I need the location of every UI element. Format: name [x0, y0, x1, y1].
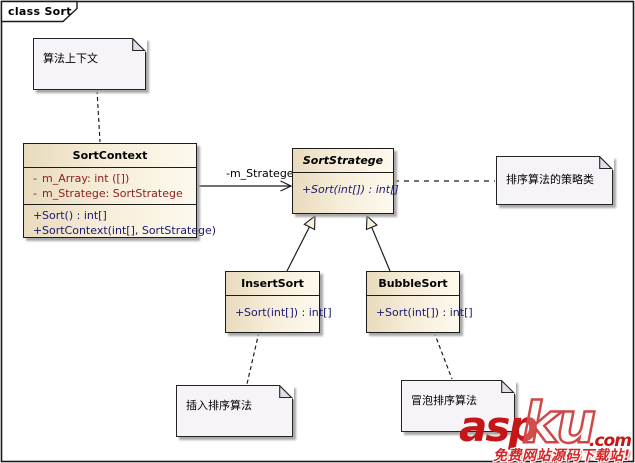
watermark-com-text: .com	[589, 431, 632, 451]
operations-compartment: +Sort(int[]) : int[]	[226, 295, 332, 339]
operation-text: Sort(int[]) : int[]	[385, 306, 473, 319]
note-fold-icon	[500, 379, 516, 395]
class-insertsort: InsertSort +Sort(int[]) : int[]	[225, 271, 332, 333]
attributes-compartment: -m_Array: int ([]) -m_Stratege: SortStra…	[24, 167, 196, 204]
note-fold-icon	[598, 155, 614, 171]
note-link-context	[96, 89, 101, 143]
class-title: SortStratege	[302, 154, 384, 167]
operation-text: Sort(int[]) : int[]	[244, 306, 332, 319]
class-sortcontext: SortContext -m_Array: int ([]) -m_Strate…	[23, 143, 216, 241]
note-text: 插入排序算法	[186, 399, 252, 412]
attribute-row: -m_Array: int ([])	[24, 171, 196, 186]
visibility-sign: +	[33, 209, 43, 222]
operation-text: SortContext(int[], SortStratege)	[42, 224, 217, 237]
visibility-sign: -	[33, 187, 37, 200]
class-title: BubbleSort	[378, 277, 448, 290]
operation-row: +Sort() : int[]	[24, 208, 196, 223]
note-algorithm-context: 算法上下文	[33, 37, 147, 90]
note-text: 排序算法的策略类	[506, 173, 594, 186]
operation-row: +SortContext(int[], SortStratege)	[24, 223, 216, 238]
class-sortstratege: SortStratege +Sort(int[]) : int[]	[292, 148, 399, 214]
operation-text: Sort(int[]) : int[]	[311, 183, 399, 196]
note-bubble-sort: 冒泡排序算法	[401, 379, 516, 432]
class-bubblesort: BubbleSort +Sort(int[]) : int[]	[366, 271, 473, 333]
diagram-frame-tab	[0, 0, 78, 23]
operation-text: Sort() : int[]	[42, 209, 107, 222]
watermark-ku-text: ku	[521, 391, 598, 456]
frame-title: class Sort	[8, 5, 72, 18]
visibility-sign: +	[235, 306, 245, 319]
visibility-sign: +	[376, 306, 386, 319]
operation-row: +Sort(int[]) : int[]	[226, 305, 332, 320]
operation-row: +Sort(int[]) : int[]	[293, 182, 399, 197]
class-title: SortContext	[72, 149, 148, 162]
note-fold-icon	[131, 37, 147, 53]
note-strategy-class: 排序算法的策略类	[496, 155, 614, 205]
note-fold-icon	[278, 384, 294, 400]
note-insert-sort: 插入排序算法	[176, 384, 294, 437]
class-title: InsertSort	[241, 277, 304, 290]
operations-compartment: +Sort() : int[] +SortContext(int[], Sort…	[24, 204, 216, 241]
generalization-bubblesort	[367, 216, 391, 272]
operations-compartment: +Sort(int[]) : int[]	[293, 172, 399, 220]
note-link-bubblesort	[433, 331, 453, 380]
attribute-text: m_Stratege: SortStratege	[42, 187, 183, 200]
note-text: 算法上下文	[43, 52, 98, 65]
association-role-label: -m_Stratege	[226, 167, 294, 180]
attribute-row: -m_Stratege: SortStratege	[24, 186, 196, 201]
generalization-insertsort	[286, 216, 315, 272]
watermark-asp-text: asp	[459, 402, 538, 451]
operations-compartment: +Sort(int[]) : int[]	[367, 295, 473, 339]
visibility-sign: +	[302, 183, 312, 196]
note-text: 冒泡排序算法	[411, 394, 477, 407]
visibility-sign: -	[33, 172, 37, 185]
attribute-text: m_Array: int ([])	[42, 172, 130, 185]
visibility-sign: +	[33, 224, 43, 237]
watermark-tagline: 免费网站源码下载站!	[493, 448, 631, 463]
operation-row: +Sort(int[]) : int[]	[367, 305, 473, 320]
note-link-insertsort	[246, 331, 260, 385]
watermark: asp ku .com 免费网站源码下载站!	[455, 391, 635, 463]
